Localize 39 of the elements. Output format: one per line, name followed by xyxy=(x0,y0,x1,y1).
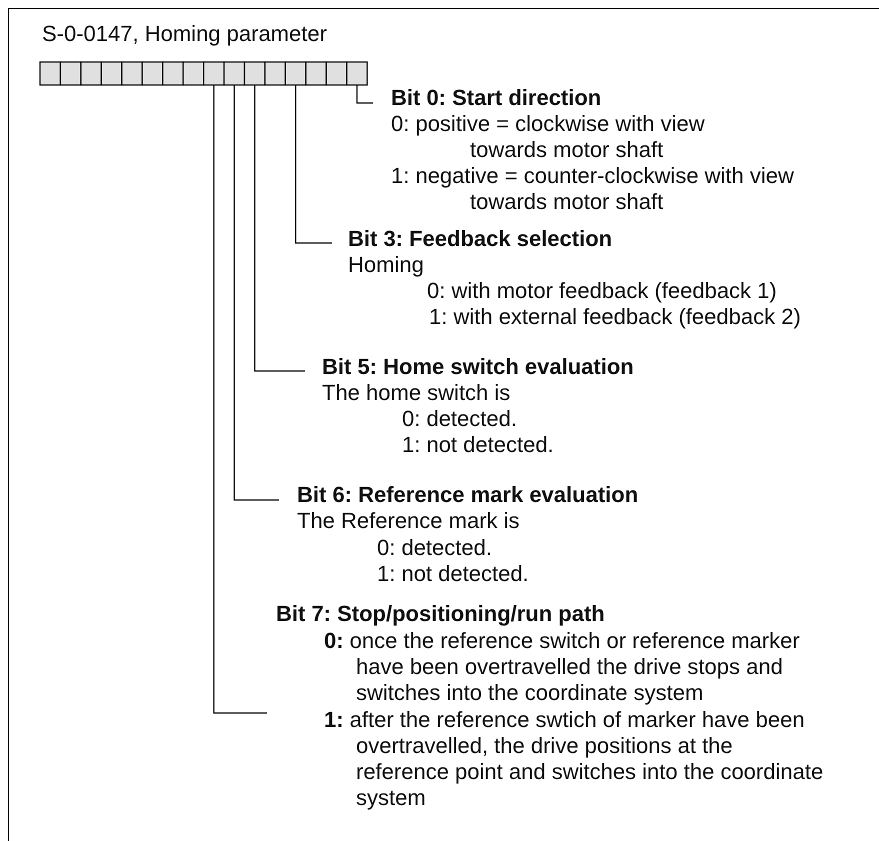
leader-line xyxy=(295,85,332,244)
register-bit-cell xyxy=(264,61,286,86)
bit-description-text: 1: after the reference swtich of marker have been overtravelled, the drive positions at the reference point and switches into the coordinate system xyxy=(324,707,824,811)
register-bit-cell xyxy=(223,61,246,86)
diagram-title: S-0-0147, Homing parameter xyxy=(42,21,327,47)
bit-description-text: 0: positive = clockwise with view towards motor shaft xyxy=(391,111,706,163)
register-bit-cell xyxy=(244,61,266,86)
register-bit-cell xyxy=(39,61,62,86)
bit-description-text: 1: negative = counter-clockwise with view towards motor shaft xyxy=(391,163,795,215)
register-bit-cell xyxy=(60,61,82,86)
bit-heading: Bit 7: Stop/positioning/run path xyxy=(276,601,605,627)
bit-description-text: 0: with motor feedback (feedback 1) xyxy=(427,278,777,304)
leader-line xyxy=(213,85,267,714)
register-bit-cell xyxy=(326,61,348,86)
bit-description-text: 1: not detected. xyxy=(377,561,529,587)
bit-description-text: 0: detected. xyxy=(377,535,492,561)
bit-heading: Bit 3: Feedback selection xyxy=(348,226,612,252)
bit-description-text: 1: with external feedback (feedback 2) xyxy=(429,304,801,330)
register-bit-cell xyxy=(182,61,204,86)
bit-heading: Bit 5: Home switch evaluation xyxy=(322,354,634,380)
register-bit-cell xyxy=(121,61,143,86)
register-bit-cell xyxy=(100,61,122,86)
bit-description-text: The Reference mark is xyxy=(297,508,520,534)
bit-description-text: The home switch is xyxy=(322,380,510,406)
leader-line xyxy=(234,85,279,501)
register-bit-cell xyxy=(346,61,368,86)
bit-description-text: 1: not detected. xyxy=(402,432,554,458)
register-bit-cell xyxy=(203,61,225,86)
bit-description-text: Homing xyxy=(348,252,424,278)
register-bit-cell xyxy=(80,61,102,86)
bit-description-text: 0: detected. xyxy=(402,406,517,432)
register-bit-cell xyxy=(142,61,164,86)
register-bit-cell xyxy=(305,61,327,86)
bit-heading: Bit 6: Reference mark evaluation xyxy=(297,482,638,508)
register-bit-cell xyxy=(162,61,184,86)
register-bit-cell xyxy=(284,61,306,86)
leader-line xyxy=(254,85,305,372)
leader-line xyxy=(356,85,373,104)
bit-heading: Bit 0: Start direction xyxy=(391,85,602,111)
